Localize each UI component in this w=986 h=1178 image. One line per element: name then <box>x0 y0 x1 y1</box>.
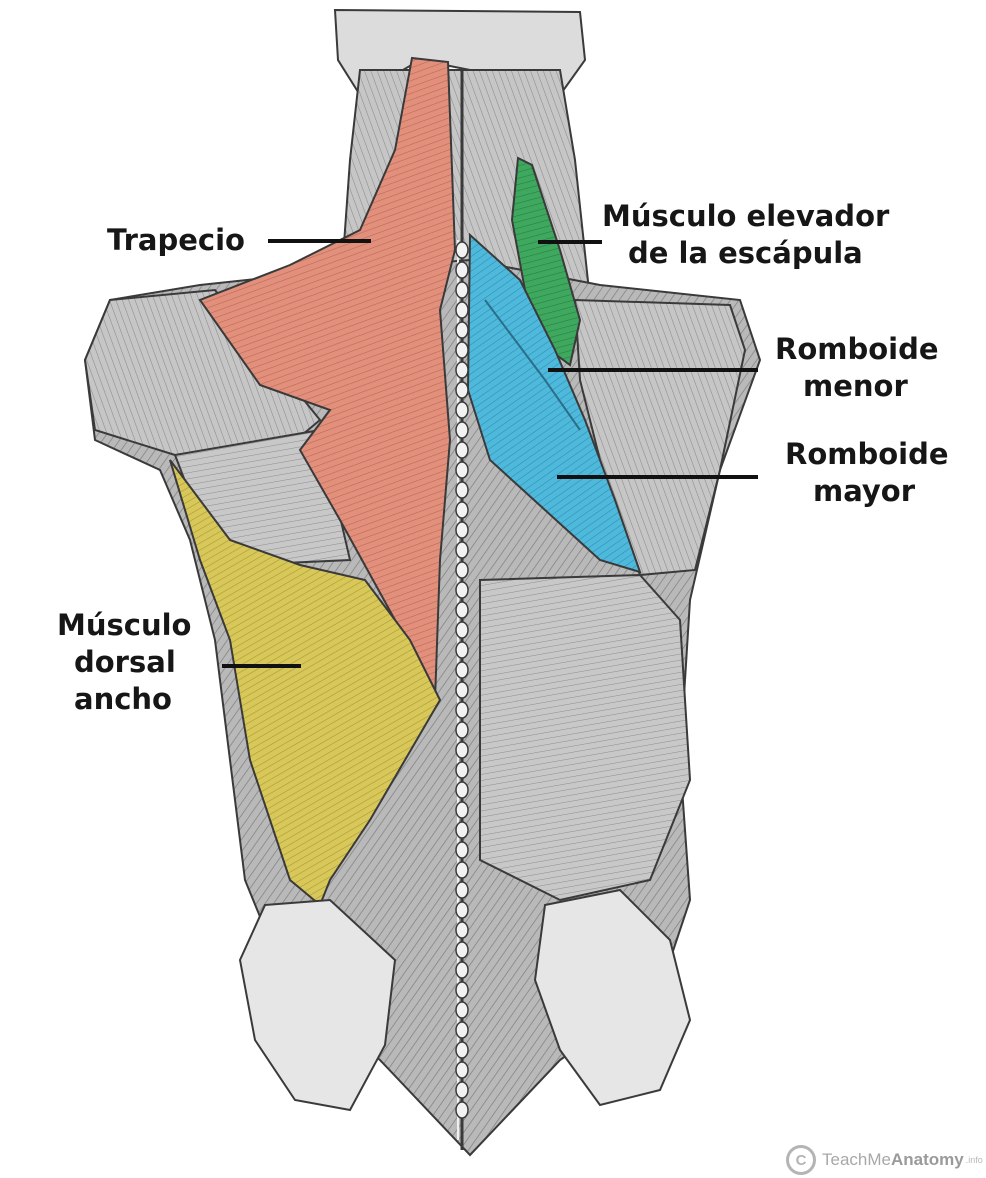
vertebra <box>455 501 469 519</box>
vertebrae <box>455 241 469 1119</box>
vertebra <box>455 721 469 739</box>
vertebra <box>455 781 469 799</box>
vertebra <box>455 701 469 719</box>
vertebra <box>455 861 469 879</box>
right-lower-back <box>479 573 692 902</box>
vertebra <box>455 1021 469 1039</box>
rhomboid-divider <box>484 299 581 431</box>
vertebra <box>455 441 469 459</box>
vertebra <box>455 461 469 479</box>
vertebra <box>455 981 469 999</box>
label-rhomboid-major: Romboide mayor <box>785 437 949 508</box>
trapezius-muscle <box>198 56 457 701</box>
vertebra <box>455 1061 469 1079</box>
levator-scapulae-muscle <box>510 156 582 367</box>
vertebra <box>455 641 469 659</box>
vertebra <box>455 821 469 839</box>
vertebra <box>455 741 469 759</box>
vertebra <box>455 661 469 679</box>
left-iliac-bone <box>238 898 397 1112</box>
vertebra <box>455 901 469 919</box>
right-iliac-bone <box>533 888 692 1107</box>
leader-rhomboid-major <box>557 475 758 479</box>
vertebra <box>455 281 469 299</box>
vertebra <box>455 541 469 559</box>
vertebra <box>455 621 469 639</box>
vertebra <box>455 261 469 279</box>
brand-name: TeachMeAnatomy <box>822 1150 964 1169</box>
vertebra <box>455 681 469 699</box>
label-trapezius: Trapecio <box>107 223 245 257</box>
vertebra <box>455 241 469 259</box>
vertebra <box>455 1001 469 1019</box>
vertebra <box>455 881 469 899</box>
latissimus-dorsi-muscle <box>169 459 442 907</box>
vertebra <box>455 421 469 439</box>
vertebra <box>455 581 469 599</box>
vertebra <box>455 1101 469 1119</box>
label-levator-scapulae: Músculo elevador de la escápula <box>602 199 890 270</box>
rhomboid-muscles <box>466 232 642 574</box>
label-rhomboid-minor: Romboide menor <box>775 332 939 403</box>
vertebra <box>455 761 469 779</box>
leader-trapezius <box>268 239 371 243</box>
leader-latissimus-dorsi <box>222 664 301 668</box>
vertebra <box>455 841 469 859</box>
leader-rhomboid-minor <box>548 368 758 372</box>
vertebra <box>455 481 469 499</box>
vertebra <box>455 381 469 399</box>
vertebra <box>455 361 469 379</box>
vertebra <box>455 1041 469 1059</box>
vertebra <box>455 1081 469 1099</box>
vertebra <box>455 921 469 939</box>
vertebra <box>455 341 469 359</box>
vertebra <box>455 401 469 419</box>
vertebra <box>455 941 469 959</box>
leader-levator-scapulae <box>538 240 602 244</box>
vertebra <box>455 321 469 339</box>
label-latissimus-dorsi: Músculo dorsal ancho <box>57 608 192 716</box>
copyright-icon: C <box>786 1145 816 1175</box>
brand-watermark: C TeachMeAnatomy .info <box>786 1140 983 1178</box>
vertebra <box>455 801 469 819</box>
vertebra <box>455 601 469 619</box>
vertebra <box>455 521 469 539</box>
vertebra <box>455 961 469 979</box>
vertebra <box>455 301 469 319</box>
vertebra <box>455 561 469 579</box>
